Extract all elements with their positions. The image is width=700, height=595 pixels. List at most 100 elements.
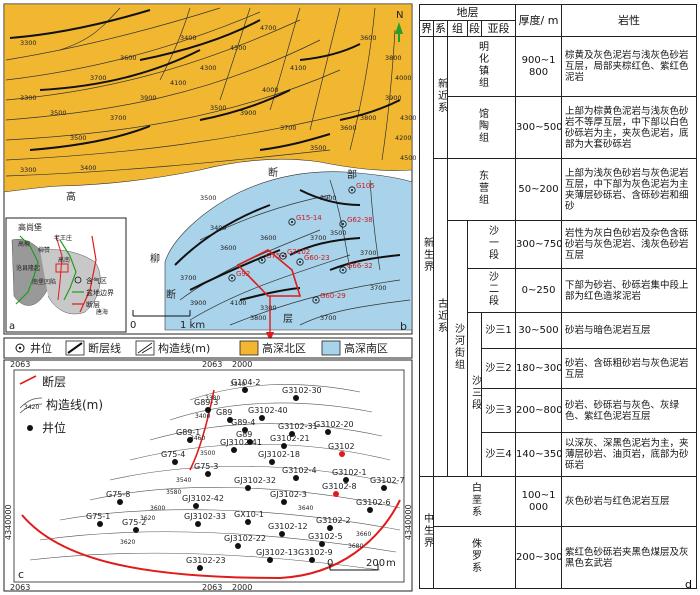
c-contour-labels: 3340338034003460350035403580360036203640… (120, 381, 371, 550)
yaduan-0: 沙三1 (480, 312, 517, 349)
zu-dongying: 东营组 (446, 158, 517, 221)
hdr-jie: 界 (419, 20, 434, 37)
contour-label-b: 3600 (260, 234, 277, 242)
xi-jurassic: 侏罗系 (432, 526, 517, 589)
contour-label-c: 3340 (230, 381, 245, 388)
c-contours (29, 384, 401, 571)
panel-b-contour-labels: 3300350037003900410043004500470033003300… (20, 24, 417, 322)
well-dot-b (315, 299, 317, 301)
well-marker-c (245, 485, 251, 491)
well-label-b: G75-4 (266, 252, 288, 260)
well-marker-c (172, 459, 178, 465)
c-legend-sample: 3420 (24, 404, 39, 411)
well-dot-b (351, 189, 353, 191)
well-label-c: GJ3102-3 (270, 490, 307, 499)
contour-label-b: 4700 (260, 24, 277, 32)
legend-well: 井位 (30, 341, 52, 355)
contour-label-b: 4000 (262, 86, 279, 94)
thick-3: 300~750 (515, 220, 563, 269)
well-marker-b (296, 258, 304, 266)
well-label-c: G75-2 (122, 518, 146, 527)
contour-label-b: 4200 (395, 134, 412, 142)
contour-label-b: 3300 (20, 39, 37, 47)
well-label-b: G60-23 (304, 254, 330, 262)
well-marker-c (267, 557, 273, 563)
inset-legend-boundary: 盆地边界 (86, 288, 114, 297)
contour-label-c: 3660 (356, 531, 371, 538)
well-marker-c (333, 491, 339, 497)
hdr-yaduan: 亚段 (480, 20, 517, 37)
well-marker-c (195, 521, 201, 527)
legend-fault-line: 断层线 (88, 341, 121, 355)
well-marker-c (242, 427, 248, 433)
lith-8: 以深灰、深黑色泥岩为主，夹薄层砂岩、油页岩，底部为砂砾岩 (561, 432, 698, 477)
inset-legend-fault: 断层 (86, 300, 100, 309)
well-marker-c (279, 531, 285, 537)
well-marker-b (279, 252, 287, 260)
lith-0: 棕黄及灰色泥岩与浅灰色砂岩互层，局部夹棕红色、紫红色泥岩 (561, 36, 698, 97)
place-bu: 部 (347, 168, 357, 181)
well-marker-c (281, 499, 287, 505)
duan-sha1: 沙一段 (466, 220, 517, 269)
inset-label-2: 柳赞 (38, 246, 50, 254)
well-label-c: GJ3102-33 (184, 512, 226, 521)
legend-north: 高深北区 (262, 341, 306, 355)
contour-label-c: 3620 (120, 539, 135, 546)
well-marker-c (247, 439, 253, 445)
well-marker-c (269, 459, 275, 465)
well-label-b: G105 (356, 182, 375, 190)
c-fault-outer (21, 499, 401, 580)
well-marker-c (117, 499, 123, 505)
legend-contour: 构造线(m) (158, 341, 210, 355)
c-legend-fault: 断层 (42, 374, 66, 389)
well-marker-c (187, 437, 193, 443)
contour-label-b: 3700 (280, 124, 297, 132)
well-marker-c (339, 451, 345, 457)
study-area-polygon (236, 249, 302, 297)
yaduan-3: 沙三4 (480, 432, 517, 477)
well-label-c: G3102-21 (270, 434, 310, 443)
well-marker-c (197, 565, 203, 571)
north-contours (5, 7, 396, 177)
lith-3: 岩性为灰白色砂岩及杂色含砾砂岩与灰色泥岩、浅灰色砂岩互层 (561, 220, 698, 269)
jie-cenozoic: 新生界 (419, 36, 434, 477)
place-liu: 柳 (150, 252, 160, 265)
well-label-c: G3102-1 (332, 468, 367, 477)
c-fault-inner (189, 389, 215, 471)
well-label-b: G3102 (287, 248, 310, 256)
c-axis-top-0: 2063 (10, 360, 30, 369)
contour-label-b: 3800 (250, 314, 267, 322)
well-dot-b (282, 255, 284, 257)
legend-top: 井位 断层线 构造线(m) 高深北区 高深南区 (3, 337, 413, 359)
contour-label-c: 3540 (176, 477, 191, 484)
well-dot-b (291, 221, 293, 223)
contour-label-c: 3500 (200, 450, 215, 457)
north-label: N (396, 10, 403, 21)
well-label-c: G75-8 (106, 490, 130, 499)
duan-sha2: 沙二段 (466, 268, 517, 313)
thick-2: 50~200 (515, 158, 563, 221)
contour-label-c: 3400 (195, 413, 210, 420)
well-label-c: GJ3102-18 (258, 450, 300, 459)
well-dot-b (342, 223, 344, 225)
south-fault-lines (174, 189, 401, 301)
well-marker-c (293, 395, 299, 401)
well-label-c: G75-4 (161, 450, 185, 459)
duan-sha3: 沙三段 (467, 312, 482, 477)
hdr-xi: 系 (433, 20, 448, 37)
lith-7: 砂岩、砂砾岩与灰色、灰绿色、紫红色泥岩互层 (561, 388, 698, 433)
thick-7: 200~800 (515, 388, 563, 433)
lith-5: 砂岩与暗色泥岩互层 (561, 312, 698, 349)
contour-label-c: 3620 (140, 515, 155, 522)
well-marker-c (227, 417, 233, 423)
c-axis-bot-0: 2063 (10, 583, 30, 592)
c-axis-top-2: 2000 (232, 360, 252, 369)
inset-label-3: 高南 (58, 256, 70, 264)
well-marker-c (381, 485, 387, 491)
c-scale-m: m (386, 558, 396, 569)
well-label-b: G62-38 (347, 216, 373, 224)
contour-label-b: 3600 (120, 54, 137, 62)
well-marker-b (339, 266, 347, 274)
north-arrow: N (395, 10, 403, 42)
